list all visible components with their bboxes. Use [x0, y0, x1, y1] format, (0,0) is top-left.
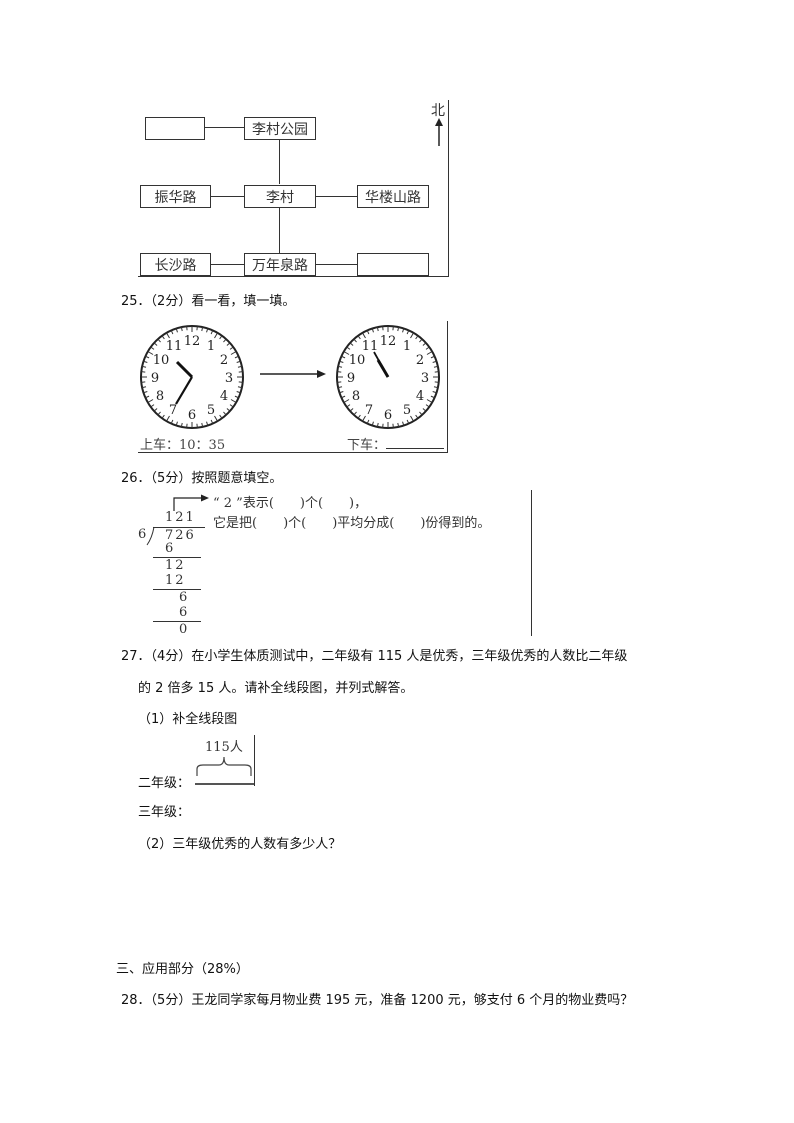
- map-diagram: 北 李村公园 振华路 李村 华楼山路 长沙路 万年泉路: [138, 100, 450, 278]
- figure-right-border: [447, 321, 448, 453]
- svg-text:7: 7: [169, 403, 177, 418]
- connector: [279, 137, 280, 184]
- figure-right-border: [254, 735, 255, 786]
- svg-text:6: 6: [188, 408, 196, 423]
- map-right-border: [448, 100, 449, 277]
- division-quotient: 121: [165, 510, 196, 525]
- division-dividend: 726: [165, 528, 196, 543]
- svg-text:4: 4: [220, 389, 228, 404]
- grade2-segment: [195, 783, 254, 785]
- figure-right-border: [531, 490, 532, 636]
- north-label: 北: [431, 103, 445, 119]
- section-3-heading: 三、应用部分（28%）: [116, 962, 249, 977]
- alight-time-answer-blank[interactable]: [386, 435, 445, 449]
- svg-text:10: 10: [349, 353, 366, 368]
- svg-text:6: 6: [384, 408, 392, 423]
- map-box-zhenhua-road: 振华路: [140, 185, 211, 208]
- question-25-title: 25．（2分）看一看，填一填。: [121, 294, 296, 309]
- curly-brace-icon: [196, 756, 252, 776]
- map-bottom-border: [138, 276, 449, 277]
- svg-text:1: 1: [207, 339, 215, 354]
- grade2-label: 二年级：: [138, 776, 191, 791]
- map-box-changsha-road: 长沙路: [140, 253, 211, 276]
- map-box-hualoushan-road: 华楼山路: [357, 185, 429, 208]
- division-step: 12: [165, 558, 186, 573]
- arrow-right-icon: [260, 370, 326, 378]
- connector: [210, 264, 244, 265]
- svg-text:1: 1: [403, 339, 411, 354]
- svg-text:10: 10: [153, 353, 170, 368]
- division-step: 6: [165, 541, 174, 556]
- alight-label-text: 下车：: [347, 438, 387, 453]
- division-figure: “ 2 ”表示( )个( )， 它是把( )个( )平均分成( )份得到的。 1…: [135, 490, 535, 638]
- connector: [210, 196, 244, 197]
- answer-area-28[interactable]: [121, 1012, 681, 1102]
- svg-text:3: 3: [225, 371, 233, 386]
- question-27-title-line-1: 27．（4分）在小学生体质测试中，二年级有 115 人是优秀，三年级优秀的人数比…: [121, 649, 628, 664]
- svg-text:5: 5: [207, 403, 215, 418]
- grade3-label: 三年级：: [138, 805, 191, 820]
- division-bracket-icon: [146, 526, 155, 546]
- svg-text:9: 9: [151, 371, 159, 386]
- fill-blank-line-2: 它是把( )个( )平均分成( )份得到的。: [213, 516, 491, 531]
- figure-bottom-border: [138, 452, 448, 453]
- svg-text:11: 11: [166, 339, 183, 354]
- division-step-line: [153, 557, 201, 558]
- alight-time-label: 下车：: [347, 434, 445, 453]
- svg-text:11: 11: [362, 339, 379, 354]
- svg-text:3: 3: [421, 371, 429, 386]
- map-box-blank-northwest[interactable]: [145, 117, 205, 140]
- connector: [204, 127, 244, 128]
- connector: [315, 264, 357, 265]
- map-box-licun: 李村: [244, 185, 316, 208]
- question-27-part-1: （1）补全线段图: [138, 712, 238, 727]
- question-28-title: 28．（5分）王龙同学家每月物业费 195 元，准备 1200 元，够支付 6 …: [121, 993, 634, 1008]
- map-box-wannianquan-road: 万年泉路: [244, 253, 316, 276]
- board-time-label: 上车：10：35: [140, 438, 226, 453]
- svg-text:2: 2: [220, 353, 228, 368]
- svg-text:12: 12: [380, 334, 397, 349]
- svg-text:9: 9: [347, 371, 355, 386]
- question-27-part-2: （2）三年级优秀的人数有多少人？: [138, 837, 342, 852]
- answer-area-27[interactable]: [138, 855, 678, 945]
- pointer-arrow-icon: [173, 494, 209, 511]
- division-step: 6: [179, 590, 188, 605]
- division-step-line: [153, 621, 201, 622]
- svg-text:8: 8: [156, 389, 164, 404]
- division-step-line: [153, 589, 201, 590]
- fill-blank-line-1: “ 2 ”表示( )个( )，: [213, 496, 368, 511]
- division-step: 6: [179, 605, 188, 620]
- svg-text:7: 7: [365, 403, 373, 418]
- question-26-title: 26．（5分）按照题意填空。: [121, 471, 283, 486]
- question-27-title-line-2: 的 2 倍多 15 人。请补全线段图，并列式解答。: [138, 681, 414, 696]
- map-box-licun-park: 李村公园: [244, 117, 316, 140]
- svg-text:4: 4: [416, 389, 424, 404]
- svg-text:12: 12: [184, 334, 201, 349]
- svg-text:5: 5: [403, 403, 411, 418]
- division-bar: [153, 527, 205, 528]
- division-divisor: 6: [138, 527, 147, 542]
- north-arrow-icon: [434, 118, 444, 150]
- svg-text:8: 8: [352, 389, 360, 404]
- division-step: 12: [165, 573, 186, 588]
- division-remainder: 0: [179, 622, 188, 637]
- brace-label: 115人: [205, 740, 243, 755]
- connector: [279, 207, 280, 256]
- map-box-blank-southeast[interactable]: [357, 253, 429, 276]
- connector: [315, 196, 357, 197]
- svg-text:2: 2: [416, 353, 424, 368]
- line-segment-diagram: 115人: [195, 735, 257, 787]
